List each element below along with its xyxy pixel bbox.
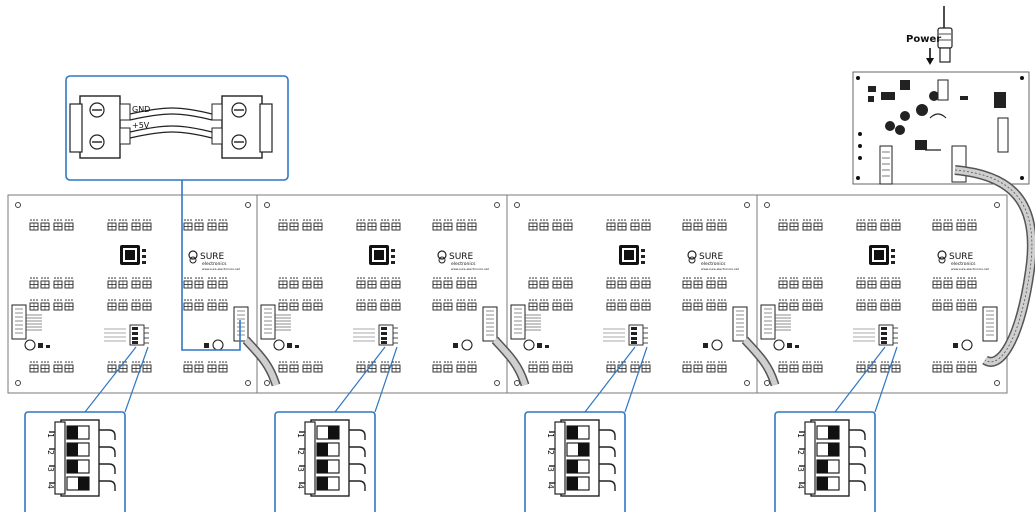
callout-leader — [181, 180, 241, 351]
dip-switch-icon: 1 2 3 4 — [796, 419, 866, 497]
dip-number: 2 — [796, 450, 805, 455]
dip-switch-callout: 1 2 3 4 — [24, 346, 149, 512]
dip-number: 2 — [46, 450, 55, 455]
chip-icon — [619, 245, 639, 265]
dip-switch-icon: 1 2 3 4 — [46, 419, 116, 497]
brand-tag: www.sure-electronics.net — [202, 267, 241, 271]
dip-number: 4 — [796, 484, 805, 489]
brand-tag: www.sure-electronics.net — [951, 267, 990, 271]
dip-switch-icon: 1 2 3 4 — [546, 419, 616, 497]
ribbon-header — [11, 304, 27, 340]
brand-tag: www.sure-electronics.net — [451, 267, 490, 271]
ribbon-header — [982, 306, 998, 342]
power-label: Power — [906, 34, 941, 45]
power-bridge-callout — [65, 75, 289, 181]
brand-tag: www.sure-electronics.net — [701, 267, 740, 271]
board-4 — [756, 194, 1008, 394]
brand-name: SURE — [449, 252, 474, 262]
power-plug-icon — [937, 6, 953, 63]
board-3 — [506, 194, 758, 394]
dip-number: 4 — [546, 484, 555, 489]
dip-switch-callout: 1 2 3 4 — [774, 346, 898, 512]
ribbon-header — [732, 306, 748, 342]
dip-switch-callout: 1 2 3 4 — [524, 346, 648, 512]
brand-sub: electronics — [701, 261, 726, 267]
brand-name: SURE — [699, 252, 724, 262]
plus5v-label: +5V — [132, 121, 150, 130]
power-arrow-icon — [926, 48, 934, 65]
dip-number: 3 — [296, 467, 305, 472]
chip-icon — [369, 245, 389, 265]
ribbon-header — [482, 306, 498, 342]
dip-number: 3 — [46, 467, 55, 472]
board-contents: SUREelectronicswww.sure-electronics.netS… — [11, 202, 1000, 387]
dip-switch-callout: 1 2 3 4 — [274, 346, 398, 512]
gnd-label: GND — [132, 105, 150, 114]
controller-board — [852, 71, 1030, 185]
chip-icon — [120, 245, 140, 265]
brand-sub: electronics — [202, 261, 227, 267]
brand-sub: electronics — [951, 261, 976, 267]
dip-number: 1 — [546, 433, 555, 438]
dip-number: 1 — [296, 433, 305, 438]
dip-number: 2 — [296, 450, 305, 455]
dip-number: 2 — [546, 450, 555, 455]
dip-number: 1 — [46, 433, 55, 438]
dip-callouts: 1 2 3 4 1 2 3 4 1 2 3 4 1 2 3 4 — [24, 346, 898, 512]
brand-name: SURE — [200, 252, 225, 262]
dip-switch-icon: 1 2 3 4 — [296, 419, 366, 497]
ribbon-header — [260, 304, 276, 340]
brand-name: SURE — [949, 252, 974, 262]
ribbon-header — [760, 304, 776, 340]
dip-number: 1 — [796, 433, 805, 438]
dip-number: 3 — [796, 467, 805, 472]
brand-sub: electronics — [451, 261, 476, 267]
ribbon-header — [233, 306, 249, 342]
dip-number: 3 — [546, 467, 555, 472]
board-2 — [256, 194, 508, 394]
ribbon-header — [510, 304, 526, 340]
dip-number: 4 — [296, 484, 305, 489]
dip-number: 4 — [46, 484, 55, 489]
chip-icon — [869, 245, 889, 265]
board-1 — [7, 194, 259, 394]
ribbon-cable — [954, 165, 1035, 367]
